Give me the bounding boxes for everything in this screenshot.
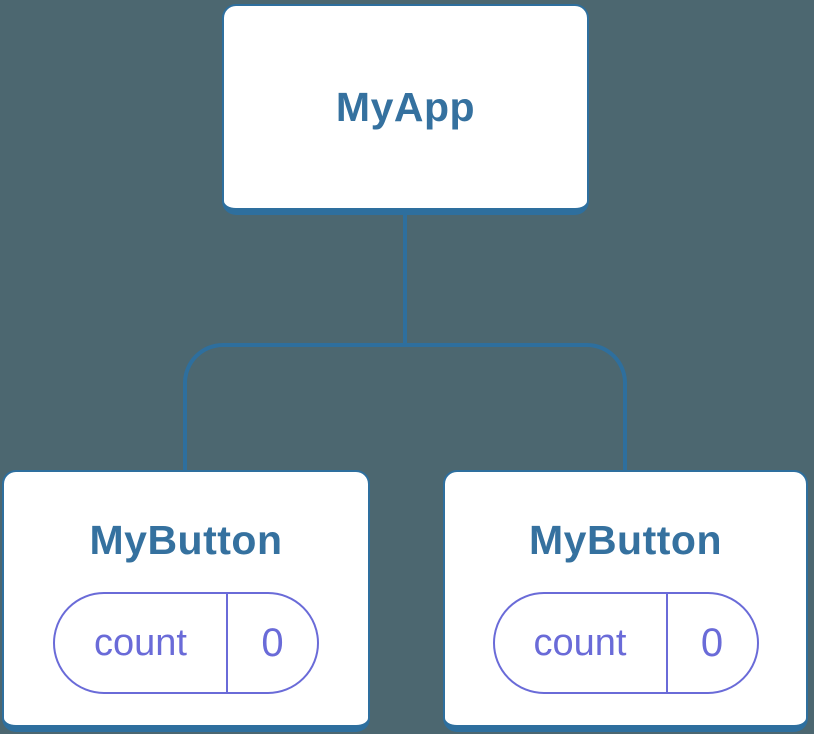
- state-pill: count 0: [492, 592, 759, 694]
- component-label: MyButton: [89, 517, 283, 563]
- state-value: 0: [700, 620, 724, 665]
- tree-connector-stem: [403, 215, 407, 345]
- component-node-mybutton-left: MyButton count 0: [2, 470, 370, 732]
- component-label: MyButton: [528, 517, 722, 563]
- tree-connector-bracket: [183, 343, 627, 470]
- state-value: 0: [261, 620, 284, 665]
- component-node-mybutton-right: MyButton count 0: [443, 470, 808, 732]
- state-key-label: count: [495, 594, 668, 692]
- component-node-myapp: MyApp: [222, 4, 589, 215]
- component-label: MyApp: [335, 84, 476, 130]
- state-pill: count 0: [53, 592, 319, 694]
- state-key-label: count: [55, 594, 228, 692]
